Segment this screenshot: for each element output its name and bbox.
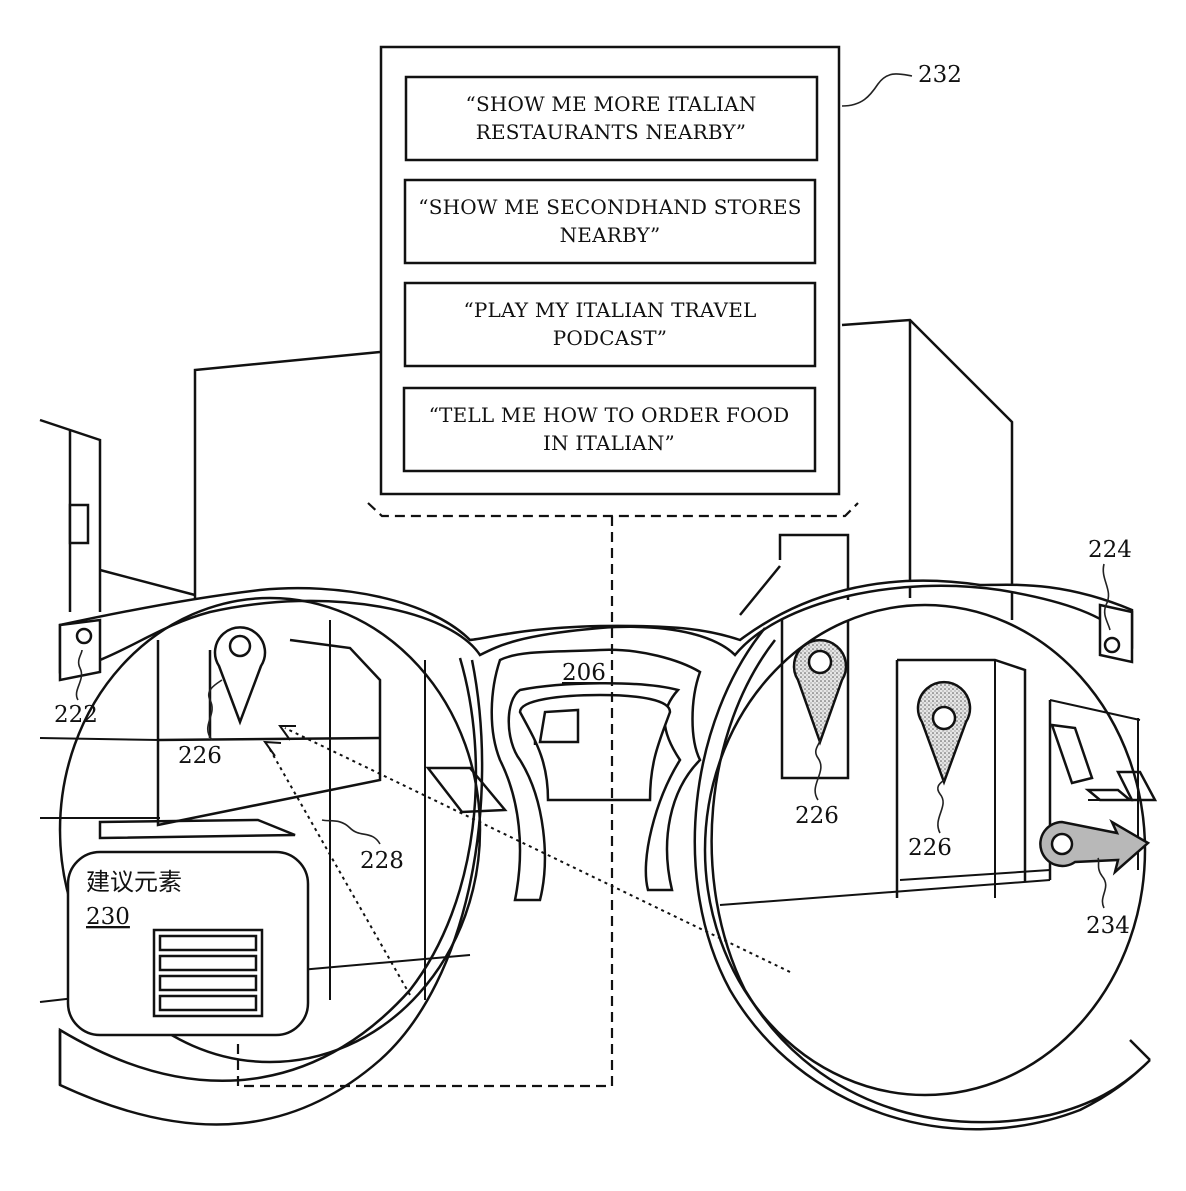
suggestion-4-line-2: IN ITALIAN”	[543, 431, 675, 455]
label-228: 228	[360, 848, 404, 874]
suggestion-3-line-2: PODCAST”	[553, 326, 668, 350]
suggestion-panel: “SHOW ME MORE ITALIAN RESTAURANTS NEARBY…	[381, 47, 839, 494]
label-206: 206	[562, 660, 606, 686]
suggestion-item-1[interactable]: “SHOW ME MORE ITALIAN RESTAURANTS NEARBY…	[406, 77, 817, 160]
label-226-right-a: 226	[795, 803, 839, 829]
label-222: 222	[54, 702, 98, 728]
map-pin-left[interactable]	[215, 627, 265, 722]
label-226-left: 226	[178, 743, 222, 769]
left-hinge-screw	[77, 629, 91, 643]
suggestion-item-4[interactable]: “TELL ME HOW TO ORDER FOOD IN ITALIAN”	[404, 388, 815, 471]
label-234: 234	[1086, 913, 1130, 939]
suggestion-item-3[interactable]: “PLAY MY ITALIAN TRAVEL PODCAST”	[405, 283, 815, 366]
direction-arrow-icon[interactable]	[1040, 822, 1148, 872]
suggestion-2-line-2: NEARBY”	[560, 223, 661, 247]
door-handle	[70, 505, 88, 543]
map-pin-right-b[interactable]	[918, 682, 970, 782]
label-226-right-b: 226	[908, 835, 952, 861]
suggestion-2-line-1: “SHOW ME SECONDHAND STORES	[418, 195, 801, 219]
suggestion-1-line-1: “SHOW ME MORE ITALIAN	[466, 92, 757, 116]
suggestion-1-line-2: RESTAURANTS NEARBY”	[476, 120, 746, 144]
map-pin-right-a[interactable]	[794, 640, 846, 742]
suggestion-element-title: 建议元素	[86, 868, 182, 896]
suggestion-element-panel[interactable]: 建议元素 230	[68, 852, 308, 1035]
list-menu-icon	[154, 930, 262, 1016]
label-232: 232	[918, 62, 962, 88]
right-hinge-screw	[1105, 638, 1119, 652]
label-224: 224	[1088, 537, 1132, 563]
suggestion-3-line-1: “PLAY MY ITALIAN TRAVEL	[463, 298, 756, 322]
suggestion-4-line-1: “TELL ME HOW TO ORDER FOOD	[429, 403, 790, 427]
suggestion-item-2[interactable]: “SHOW ME SECONDHAND STORES NEARBY”	[405, 180, 815, 263]
label-230: 230	[86, 904, 130, 930]
